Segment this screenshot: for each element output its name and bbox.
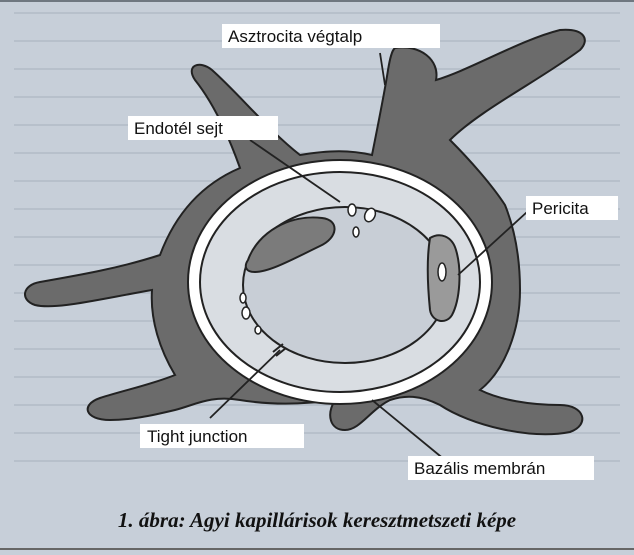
label-pericyte: Pericita bbox=[532, 199, 589, 218]
label-endothelial-cell: Endotél sejt bbox=[134, 119, 223, 138]
label-astrocyte-endfoot: Asztrocita végtalp bbox=[228, 27, 362, 46]
label-basal-membrane: Bazális membrán bbox=[414, 459, 545, 478]
pericyte-nucleus bbox=[438, 263, 446, 281]
figure-caption: 1. ábra: Agyi kapillárisok keresztmetsze… bbox=[0, 508, 634, 533]
leader-astrocyte bbox=[380, 53, 385, 85]
bottom-border bbox=[0, 548, 634, 550]
label-tight-junction: Tight junction bbox=[147, 427, 247, 446]
leader-basal-membrane bbox=[372, 400, 445, 460]
